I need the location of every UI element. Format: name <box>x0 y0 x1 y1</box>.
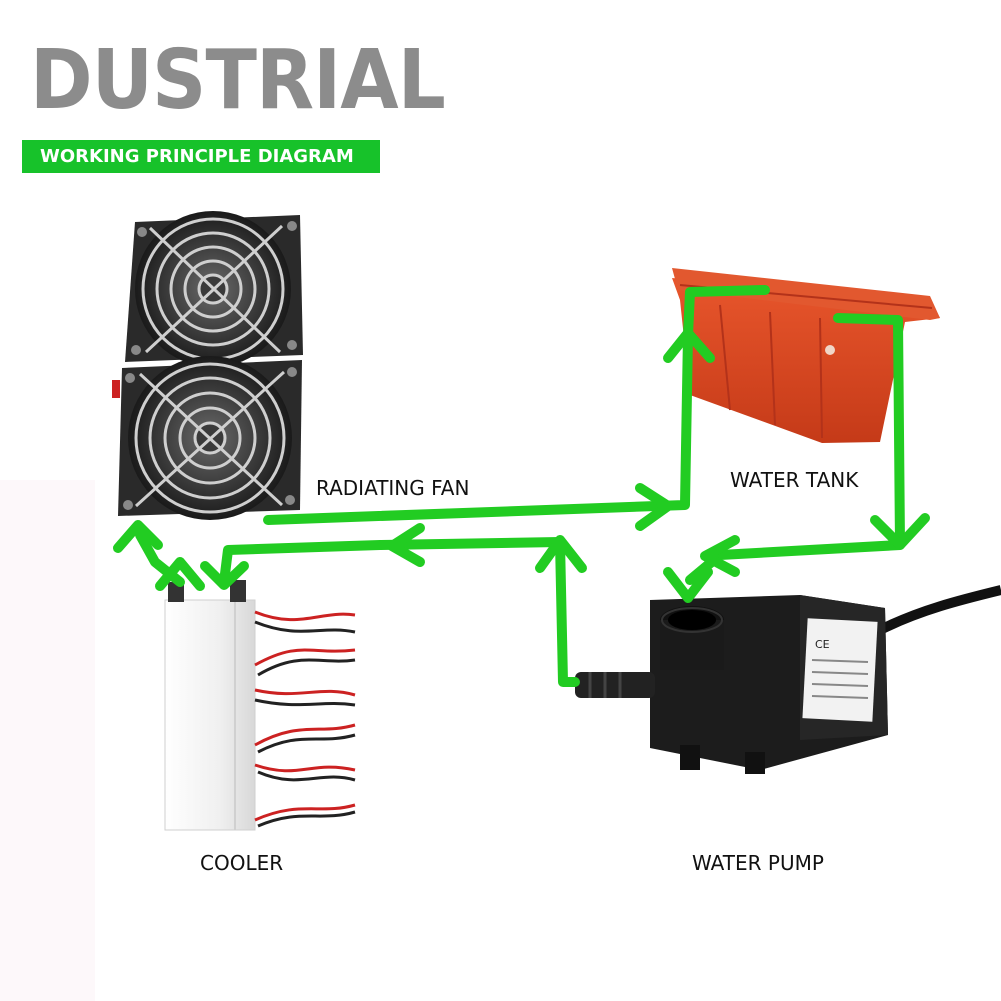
arrowhead-left-to-pump <box>700 535 740 577</box>
arrowhead-down-from-tank <box>870 513 930 550</box>
flow-arrows <box>113 285 930 687</box>
arrowhead-up-into-tank <box>663 328 715 363</box>
background-panel <box>0 480 95 1001</box>
arrowhead-up-from-cooler <box>155 557 205 591</box>
cooler-wires <box>254 610 356 828</box>
arrowhead-down-into-cooler <box>200 561 249 590</box>
fan-top <box>125 211 303 367</box>
label-water-pump: WATER PUMP <box>692 851 824 875</box>
label-cooler: COOLER <box>200 851 284 875</box>
svg-text:CE: CE <box>815 638 830 651</box>
arrowhead-down-into-pump <box>663 567 713 603</box>
arrowhead-right-to-tank-riser <box>635 483 673 531</box>
label-radiating-fan: RADIATING FAN <box>316 476 470 500</box>
label-water-tank: WATER TANK <box>730 468 859 492</box>
flow-pump-to-cooler <box>219 537 580 687</box>
diagram-title-banner: WORKING PRINCIPLE DIAGRAM <box>22 140 380 173</box>
water-pump-image: CE <box>575 585 1001 774</box>
arrowhead-up-from-pump <box>535 535 587 573</box>
brand-logo-text: DUSTRIAL <box>30 33 446 128</box>
arrowhead-up-into-fan <box>113 520 163 553</box>
radiating-fan-image <box>112 211 303 520</box>
cooler-image <box>164 580 356 831</box>
arrowhead-left-toward-cooler <box>387 523 425 567</box>
fan-bottom <box>112 356 302 520</box>
